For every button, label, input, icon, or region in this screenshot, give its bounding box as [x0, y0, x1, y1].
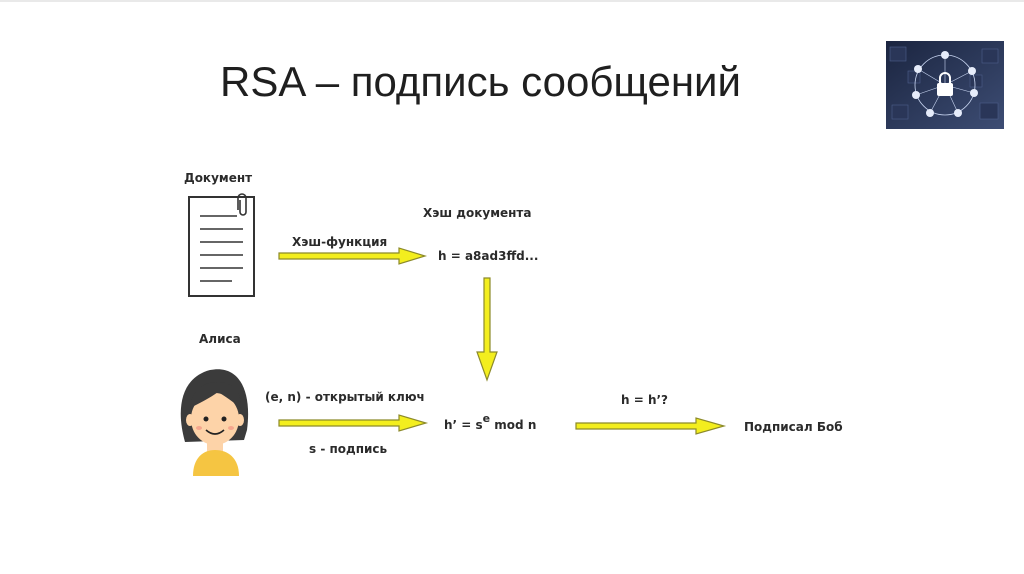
verify-formula: h’ = se mod n: [444, 414, 536, 432]
compare-label: h = h’?: [621, 393, 668, 407]
hash-down-arrow: [477, 278, 497, 380]
verify-formula-left: h’ = s: [444, 418, 483, 432]
alice-avatar: [181, 369, 248, 476]
hash-function-arrow: [279, 248, 425, 264]
document-hash-label: Хэш документа: [423, 206, 531, 220]
hash-function-label: Хэш-функция: [292, 235, 387, 249]
document-label: Документ: [184, 171, 252, 185]
alice-label: Алиса: [199, 332, 241, 346]
result-label: Подписал Боб: [744, 420, 843, 434]
hash-value: h = a8ad3ffd...: [438, 249, 538, 263]
verify-formula-right: mod n: [490, 418, 536, 432]
compare-arrow: [576, 418, 724, 434]
public-key-label: (e, n) - открытый ключ: [265, 390, 425, 404]
signature-arrow: [279, 415, 426, 431]
signature-label: s - подпись: [309, 442, 387, 456]
document-icon: [189, 194, 254, 296]
verify-formula-exponent: e: [483, 412, 490, 425]
